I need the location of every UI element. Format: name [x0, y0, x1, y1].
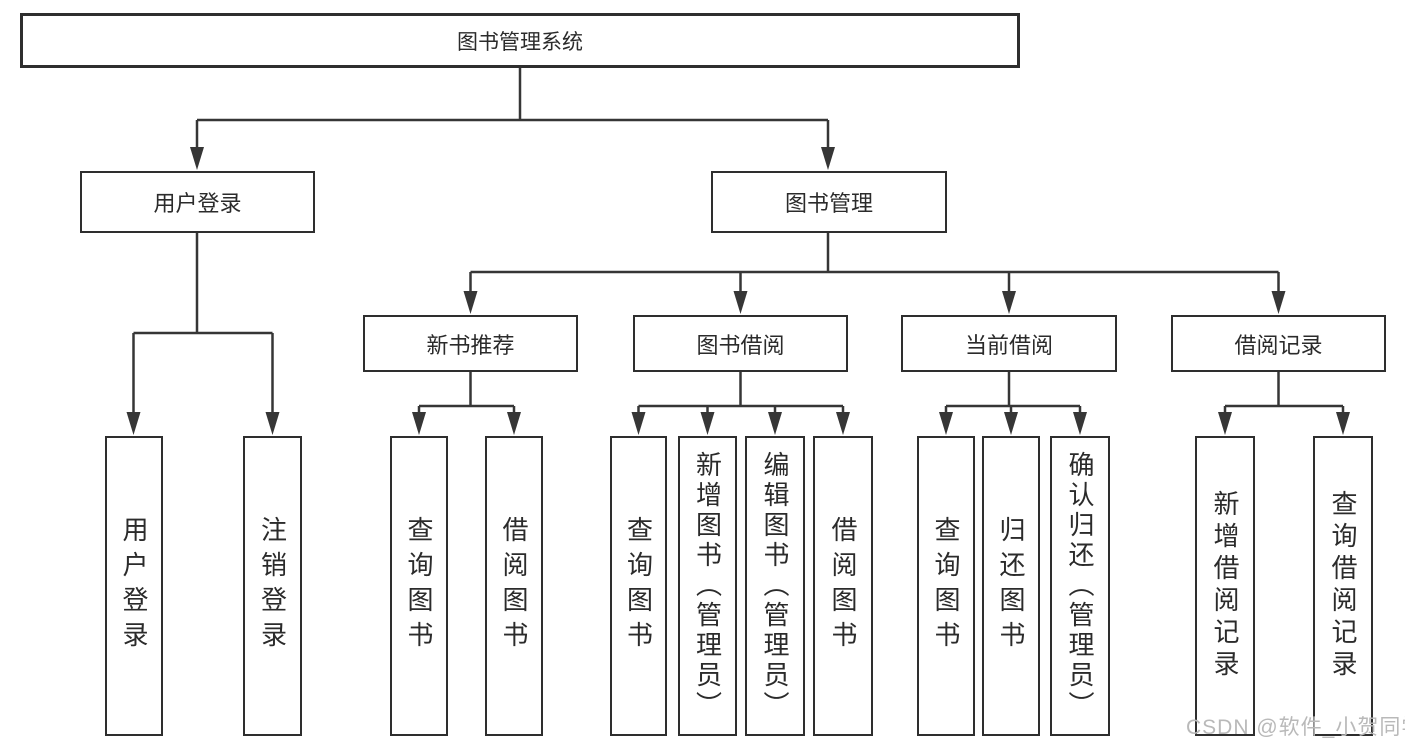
- leaf-label: 归还图书: [996, 516, 1026, 656]
- node-user-login: 用户登录: [80, 171, 315, 233]
- node-label: 图书借阅: [696, 332, 785, 358]
- leaf-confirm-return-admin: 确认归还（管理员）: [1050, 436, 1110, 736]
- leaf-label: 用户登录: [119, 516, 149, 656]
- leaf-borrow-book-1: 借阅图书: [485, 436, 543, 736]
- node-book-borrow: 图书借阅: [633, 315, 848, 372]
- leaf-edit-book-admin: 编辑图书（管理员）: [745, 436, 805, 736]
- leaf-label: 借阅图书: [499, 516, 529, 656]
- node-new-book-recommend: 新书推荐: [363, 315, 578, 372]
- leaf-user-login: 用户登录: [105, 436, 163, 736]
- leaf-label: 查询图书: [931, 516, 961, 656]
- leaf-query-book-1: 查询图书: [390, 436, 448, 736]
- node-label: 借阅记录: [1234, 332, 1323, 358]
- leaf-label: 查询借阅记录: [1328, 490, 1358, 682]
- leaf-label: 借阅图书: [828, 516, 858, 656]
- leaf-query-book-3: 查询图书: [917, 436, 975, 736]
- node-library-management-system: 图书管理系统: [20, 13, 1020, 68]
- node-label: 当前借阅: [964, 332, 1053, 358]
- node-borrow-records: 借阅记录: [1171, 315, 1386, 372]
- node-label: 图书管理: [784, 191, 873, 216]
- node-label: 新书推荐: [426, 332, 515, 358]
- node-book-management: 图书管理: [711, 171, 947, 233]
- leaf-add-book-admin: 新增图书（管理员）: [678, 436, 737, 736]
- node-current-borrow: 当前借阅: [901, 315, 1117, 372]
- leaf-label: 新增借阅记录: [1210, 490, 1240, 682]
- csdn-watermark: CSDN @软件_小贺同学: [1186, 716, 1405, 739]
- leaf-label: 注销登录: [257, 516, 288, 656]
- leaf-label: 查询图书: [623, 516, 654, 656]
- leaf-query-borrow-record: 查询借阅记录: [1313, 436, 1373, 736]
- node-label: 用户登录: [153, 191, 242, 216]
- leaf-return-book: 归还图书: [982, 436, 1040, 736]
- leaf-borrow-book-2: 借阅图书: [813, 436, 873, 736]
- leaf-label: 查询图书: [404, 516, 434, 656]
- leaf-label: 确认归还（管理员）: [1065, 451, 1095, 721]
- leaf-add-borrow-record: 新增借阅记录: [1195, 436, 1255, 736]
- leaf-label: 编辑图书（管理员）: [760, 451, 790, 721]
- leaf-label: 新增图书（管理员）: [692, 451, 723, 721]
- node-label: 图书管理系统: [457, 30, 583, 54]
- leaf-logout: 注销登录: [243, 436, 302, 736]
- leaf-query-book-2: 查询图书: [610, 436, 667, 736]
